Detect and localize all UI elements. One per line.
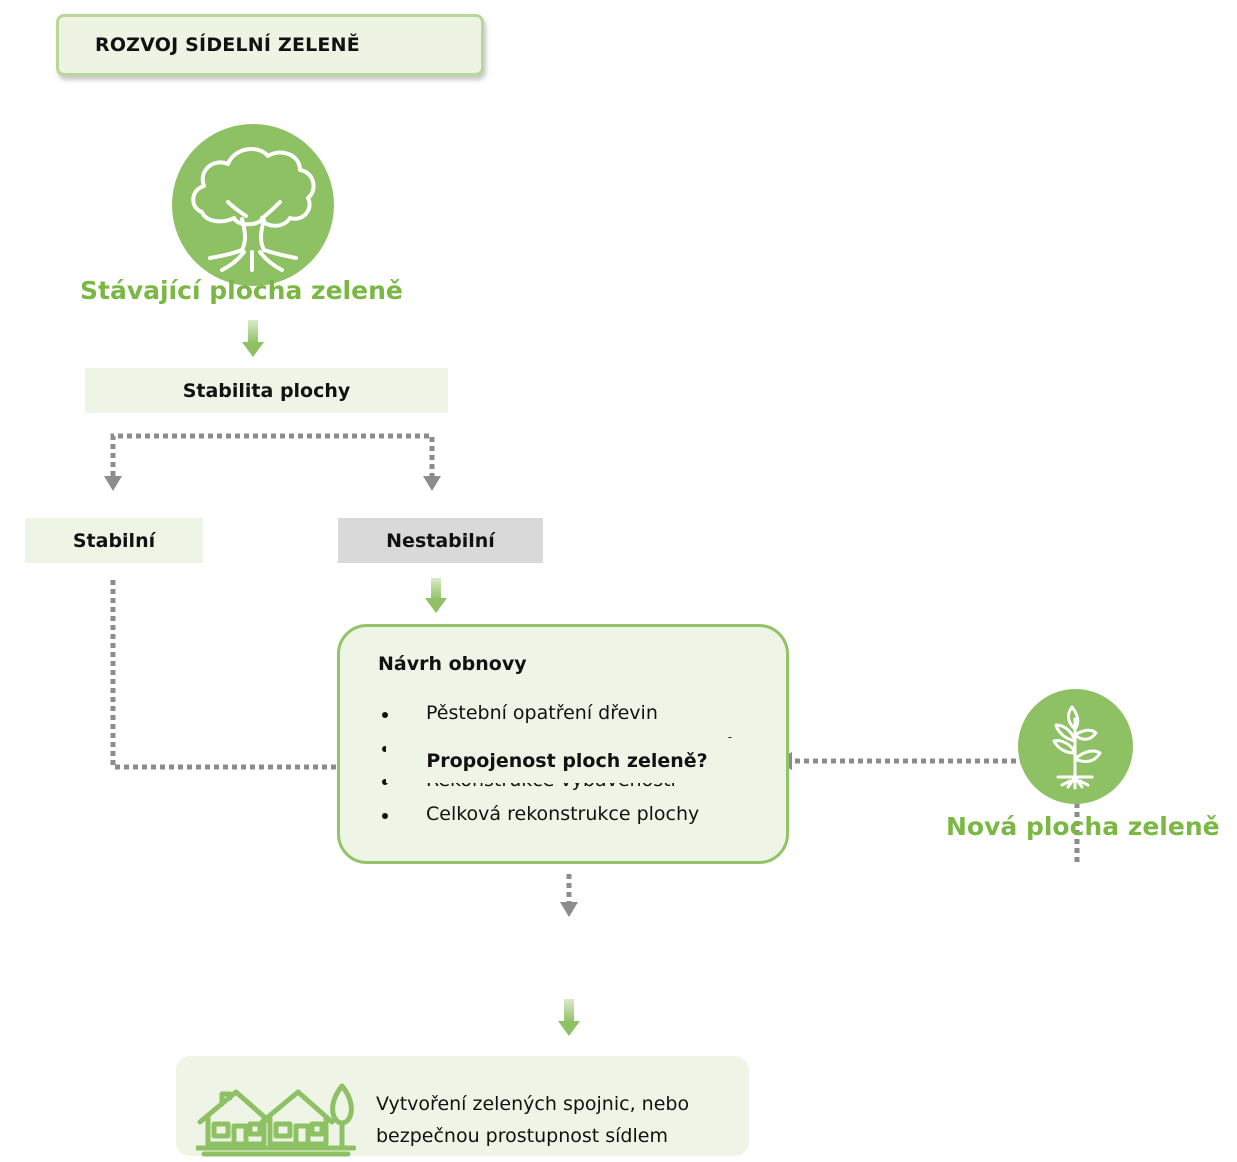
- unstable-box: Nestabilní: [338, 518, 543, 563]
- new-area-label: Nová plocha zeleně: [946, 812, 1220, 841]
- arrowhead-to-unstable: [423, 476, 441, 491]
- new-area-circle: [1018, 689, 1133, 804]
- list-item: Celková rekonstrukce plochy: [378, 798, 786, 832]
- connectivity-box: Propojenost ploch zeleně?: [386, 738, 748, 783]
- green-arrow-unstable-to-proposal: [425, 578, 447, 613]
- stable-box: Stabilní: [25, 518, 203, 563]
- seedling-icon: [1052, 705, 1102, 790]
- stability-box: Stabilita plochy: [85, 368, 448, 413]
- existing-area-label: Stávající plocha zeleně: [80, 276, 403, 305]
- list-item: Pěstební opatření dřevin: [378, 697, 786, 731]
- arrowhead-to-stable: [104, 476, 122, 491]
- green-arrow-existing-to-stability: [242, 320, 264, 357]
- arrowhead-proposal-path-end: [560, 902, 578, 917]
- page-title: ROZVOJ SÍDELNÍ ZELENĚ: [56, 14, 484, 76]
- dotted-connector-stable-to-connectivity: [110, 580, 348, 770]
- tree-icon: [191, 147, 316, 272]
- houses-tree-icon: [196, 1083, 356, 1157]
- dotted-connector-stability-split: [110, 433, 435, 476]
- renewal-proposal-heading: Návrh obnovy: [378, 653, 527, 675]
- existing-area-circle: [172, 124, 334, 286]
- green-arrow-connectivity-to-result: [558, 999, 580, 1036]
- result-text: Vytvoření zelených spojnic, nebo bezpečn…: [376, 1093, 690, 1147]
